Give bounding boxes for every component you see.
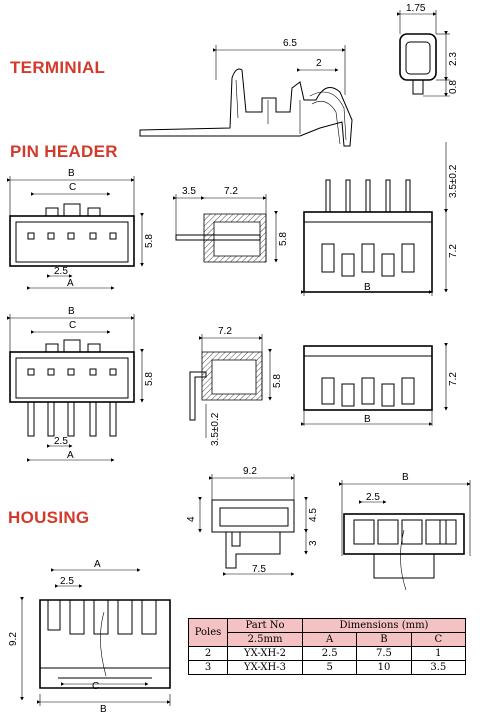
housing-top-view: B 2.5 (339, 472, 471, 591)
dim-ph-58-1: 5.8 (144, 234, 155, 248)
cell-part: YX-XH-3 (227, 660, 303, 675)
dim-terminal-height: 2.3 (448, 52, 459, 66)
dim-ho-b: B (100, 704, 107, 715)
dim-ph-25-1: 2.5 (54, 266, 68, 277)
cell-a: 5 (301, 660, 358, 675)
cell-poles: 3 (188, 660, 228, 675)
dim-ph-35-1: 3.5 (182, 186, 196, 197)
th-c: C (410, 632, 467, 647)
dim-ph-b-1: B (68, 168, 75, 179)
th-a: A (301, 632, 358, 647)
cell-part: YX-XH-2 (227, 646, 303, 661)
th-part-sub: 2.5mm (227, 632, 303, 647)
cell-c: 1 (410, 646, 467, 661)
dim-ph-58-2: 5.8 (278, 232, 289, 246)
terminal-side-view: 6.5 2 (139, 38, 353, 147)
pin-header-front-view-1: 3.5±0.2 7.2 B (301, 142, 459, 296)
dim-ph-72-4: 7.2 (448, 372, 459, 386)
th-poles: Poles (188, 618, 228, 647)
pin-header-side-view-2: 7.2 5.8 3.5±0.2 (189, 326, 283, 446)
th-b: B (356, 632, 412, 647)
dim-terminal-2: 2 (316, 58, 322, 69)
cell-poles: 2 (188, 646, 228, 661)
dim-ph-a-1: A (67, 278, 74, 289)
housing-front-view: A 2.5 9.2 C B (8, 559, 171, 715)
pin-header-front-view-2: 7.2 B (301, 343, 459, 426)
dim-ph-a-2: A (67, 450, 74, 461)
dim-ho-a: A (94, 559, 101, 570)
dim-ph-c-1: C (69, 182, 76, 193)
dim-terminal-length: 6.5 (283, 38, 297, 49)
th-dimensions: Dimensions (mm) (302, 618, 466, 633)
dim-ho-75: 7.5 (252, 564, 266, 575)
housing-side-view: 9.2 4 4.5 3 7.5 (186, 466, 319, 576)
housing-heading: HOUSING (8, 508, 90, 527)
cell-b: 7.5 (356, 646, 412, 661)
cell-c: 3.5 (410, 660, 467, 675)
th-part-no: Part No (227, 618, 303, 633)
table-row: 3 YX-XH-3 5 10 3.5 (188, 660, 467, 675)
dim-ho-3: 3 (308, 540, 319, 546)
dim-ho-92: 9.2 (243, 466, 257, 477)
dim-ph-72-3: 7.2 (218, 326, 232, 337)
pin-header-top-view-1: B C 5.8 2.5 A (7, 168, 155, 290)
dim-ho-45: 4.5 (308, 508, 319, 522)
dim-ph-35pm-1: 3.5±0.2 (448, 164, 459, 198)
dim-ph-b-2: B (364, 282, 371, 293)
dim-ph-72-2: 7.2 (448, 244, 459, 258)
dim-ph-58-4: 5.8 (272, 374, 283, 388)
dim-terminal-08: 0.8 (448, 80, 459, 94)
dim-ph-35pm-2: 3.5±0.2 (210, 412, 221, 446)
dim-ho-25-top: 2.5 (366, 492, 380, 503)
cell-b: 10 (356, 660, 412, 675)
dim-ho-4: 4 (186, 516, 197, 522)
pin-header-heading: PIN HEADER (10, 142, 118, 161)
cell-a: 2.5 (301, 646, 358, 661)
dim-ph-b-3: B (68, 306, 75, 317)
pin-header-side-view-1: 3.5 7.2 5.8 (173, 186, 289, 263)
terminal-end-view: 1.75 2.3 0.8 (397, 3, 459, 97)
dim-ph-c-2: C (69, 320, 76, 331)
dim-ph-58-3: 5.8 (144, 372, 155, 386)
pin-header-top-view-2: B C 5.8 2.5 A (7, 306, 155, 462)
dim-ho-92-front: 9.2 (8, 632, 19, 646)
dim-ho-25: 2.5 (60, 576, 74, 587)
table-row: 2 YX-XH-2 2.5 7.5 1 (188, 646, 467, 661)
dim-terminal-width: 1.75 (406, 3, 426, 14)
dim-ho-b-top: B (402, 472, 409, 483)
spec-table: Poles Part No Dimensions (mm) 2.5mm A B … (188, 618, 467, 675)
dim-ho-c: C (92, 681, 99, 692)
terminal-heading: TERMINIAL (10, 58, 106, 77)
dim-ph-72-1: 7.2 (224, 186, 238, 197)
dim-ph-25-2: 2.5 (54, 436, 68, 447)
dim-ph-b-4: B (364, 414, 371, 425)
